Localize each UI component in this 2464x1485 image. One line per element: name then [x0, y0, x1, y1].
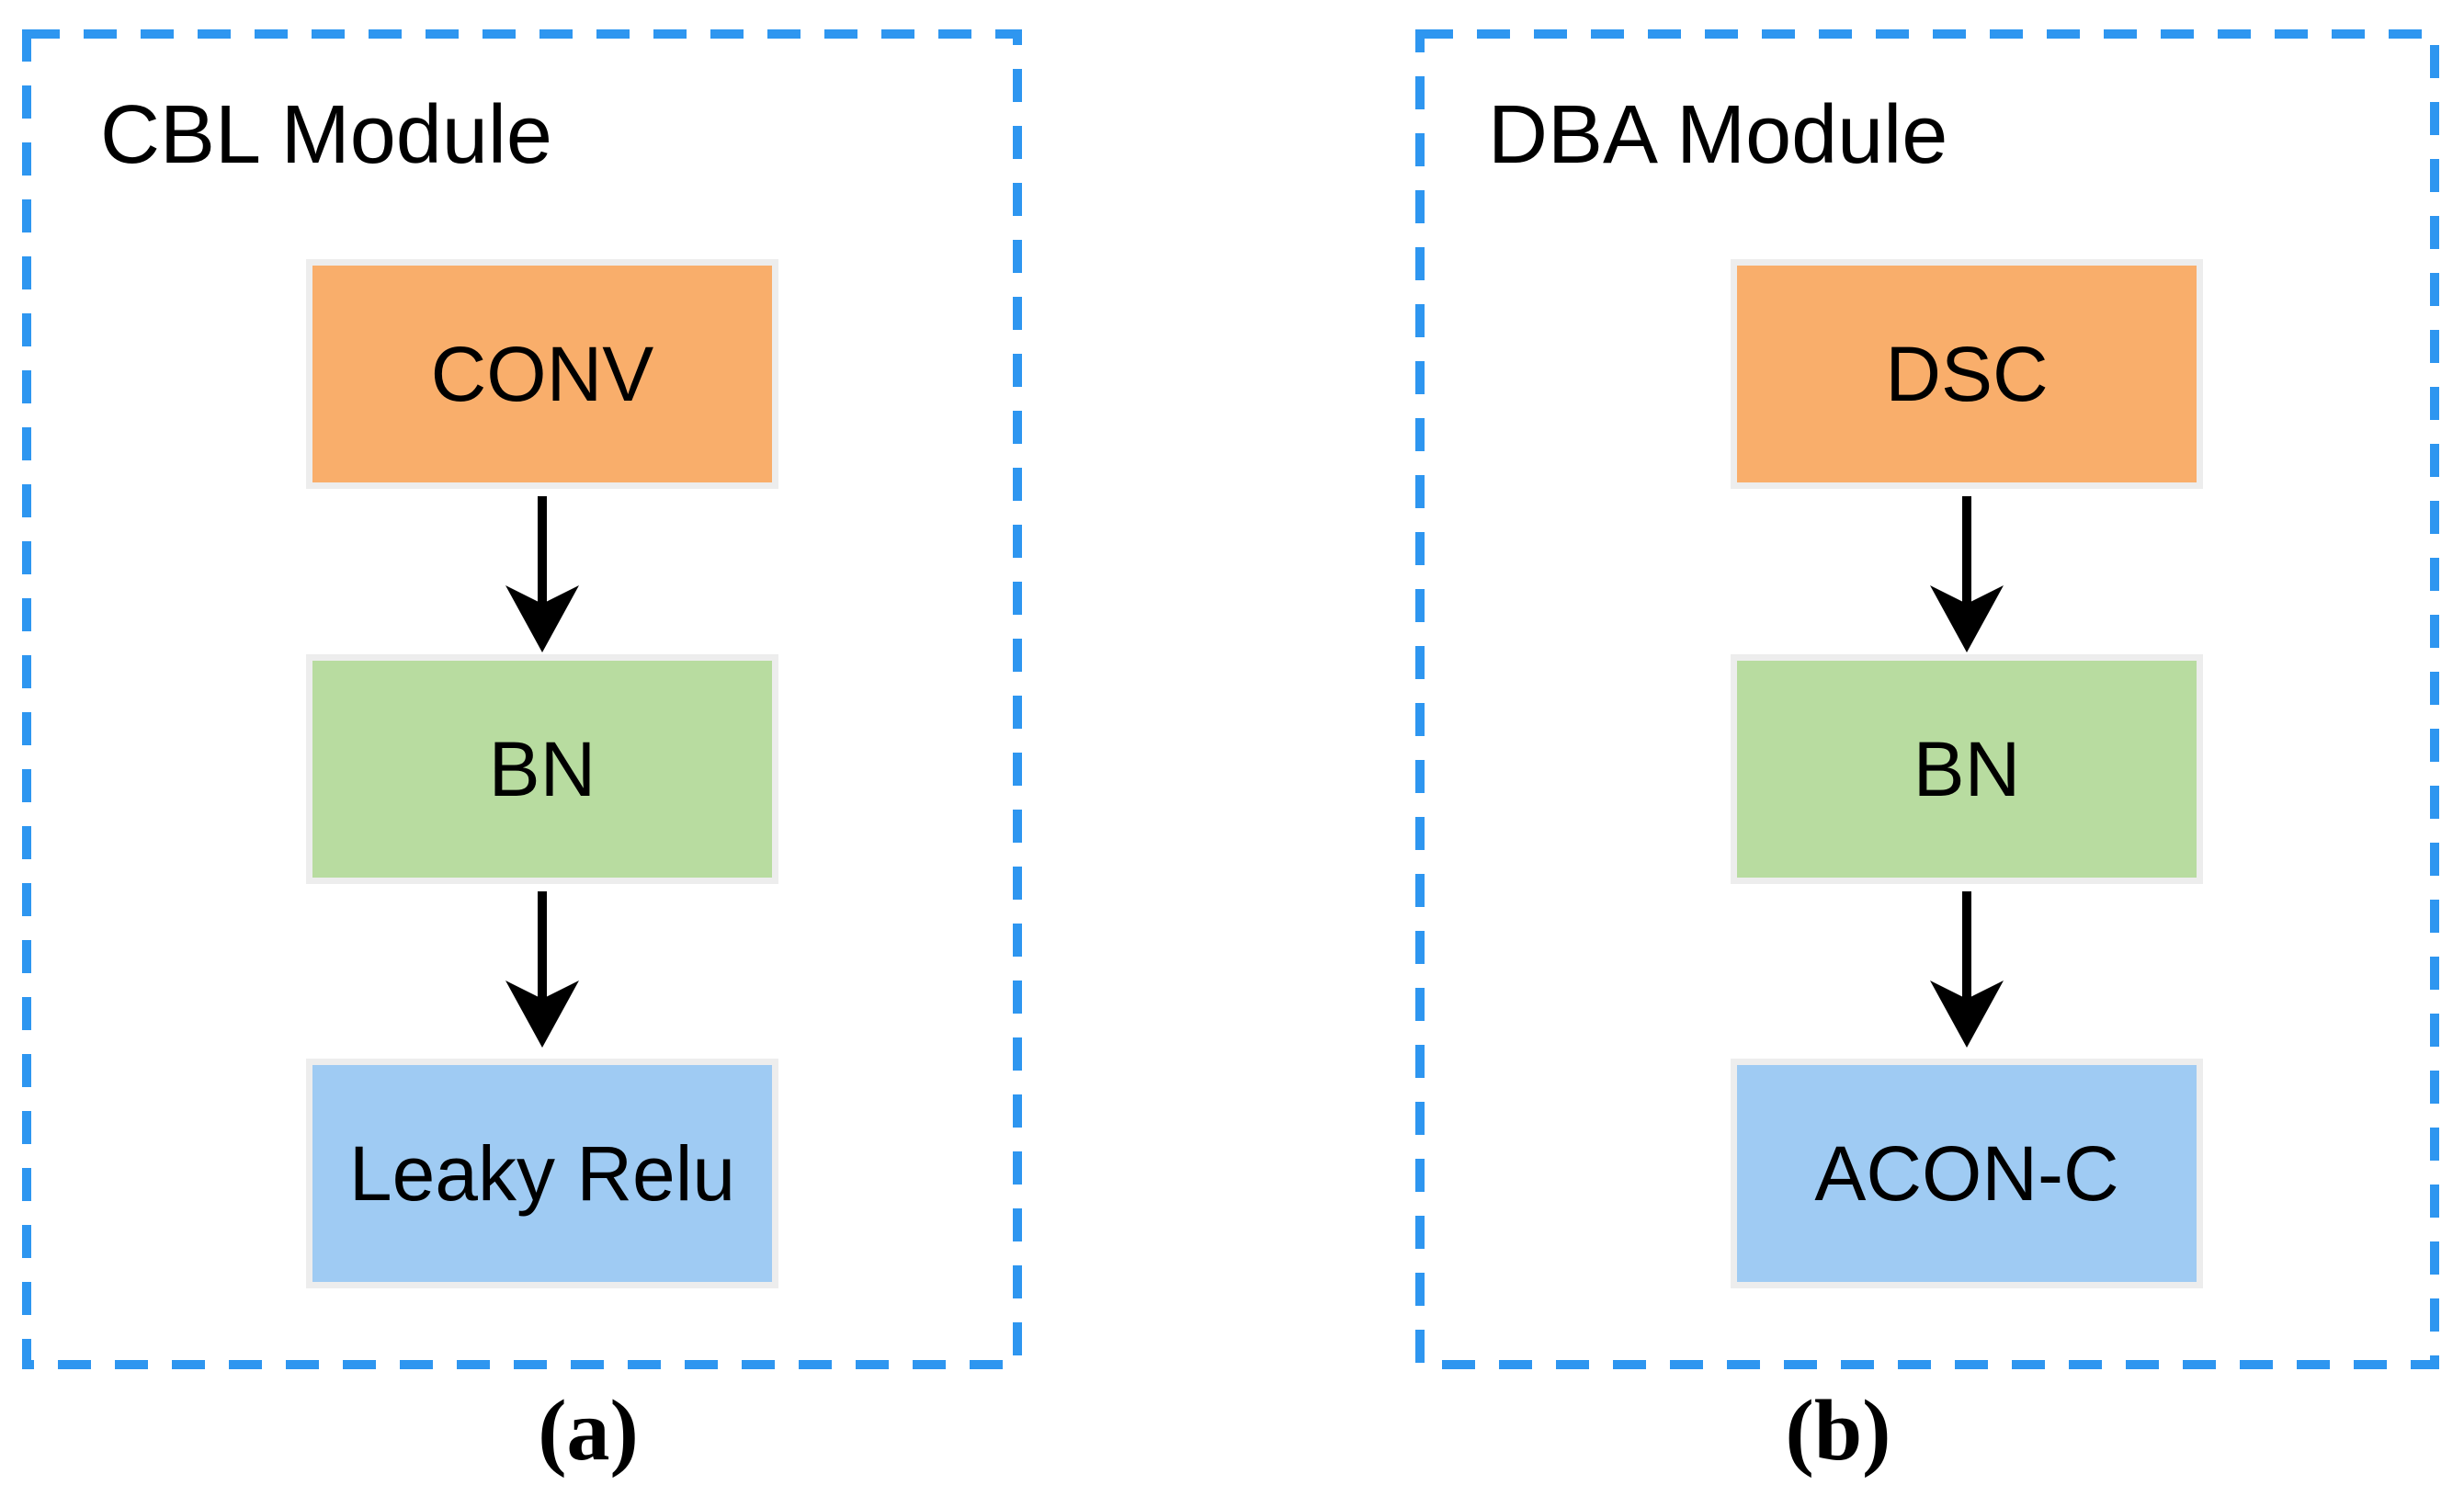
node-label: BN	[488, 725, 596, 812]
arrow-head	[1930, 585, 2004, 652]
panel-title: CBL Module	[100, 89, 552, 181]
node-bn: BN	[306, 654, 778, 884]
panel-cbl-module: CBL Module CONV BN Leaky Relu	[22, 29, 1022, 1369]
node-leaky-relu: Leaky Relu	[306, 1059, 778, 1288]
node-acon-c: ACON-C	[1731, 1059, 2203, 1288]
panel-dashed-border	[22, 29, 1022, 1369]
node-label: DSC	[1885, 330, 2049, 417]
panel-title: DBA Module	[1488, 89, 1948, 181]
node-label: Leaky Relu	[348, 1129, 736, 1217]
arrow-down-icon	[1930, 891, 2004, 1048]
node-label: CONV	[430, 330, 654, 417]
node-dsc: DSC	[1731, 259, 2203, 489]
arrow-head	[505, 981, 579, 1048]
arrow-down-icon	[505, 891, 579, 1048]
panel-dba-module: DBA Module DSC BN ACON-C	[1415, 29, 2439, 1369]
panel-dashed-border	[1415, 29, 2439, 1369]
node-conv: CONV	[306, 259, 778, 489]
subfigure-caption-b: (b)	[1785, 1383, 1891, 1479]
node-label: ACON-C	[1814, 1129, 2119, 1217]
arrow-down-icon	[505, 496, 579, 652]
arrow-head	[505, 585, 579, 652]
dashed-rect	[1415, 29, 2439, 1369]
node-label: BN	[1913, 725, 2021, 812]
arrow-head	[1930, 981, 2004, 1048]
dashed-rect	[22, 29, 1022, 1369]
arrow-down-icon	[1930, 496, 2004, 652]
subfigure-caption-a: (a)	[538, 1383, 639, 1479]
node-bn: BN	[1731, 654, 2203, 884]
